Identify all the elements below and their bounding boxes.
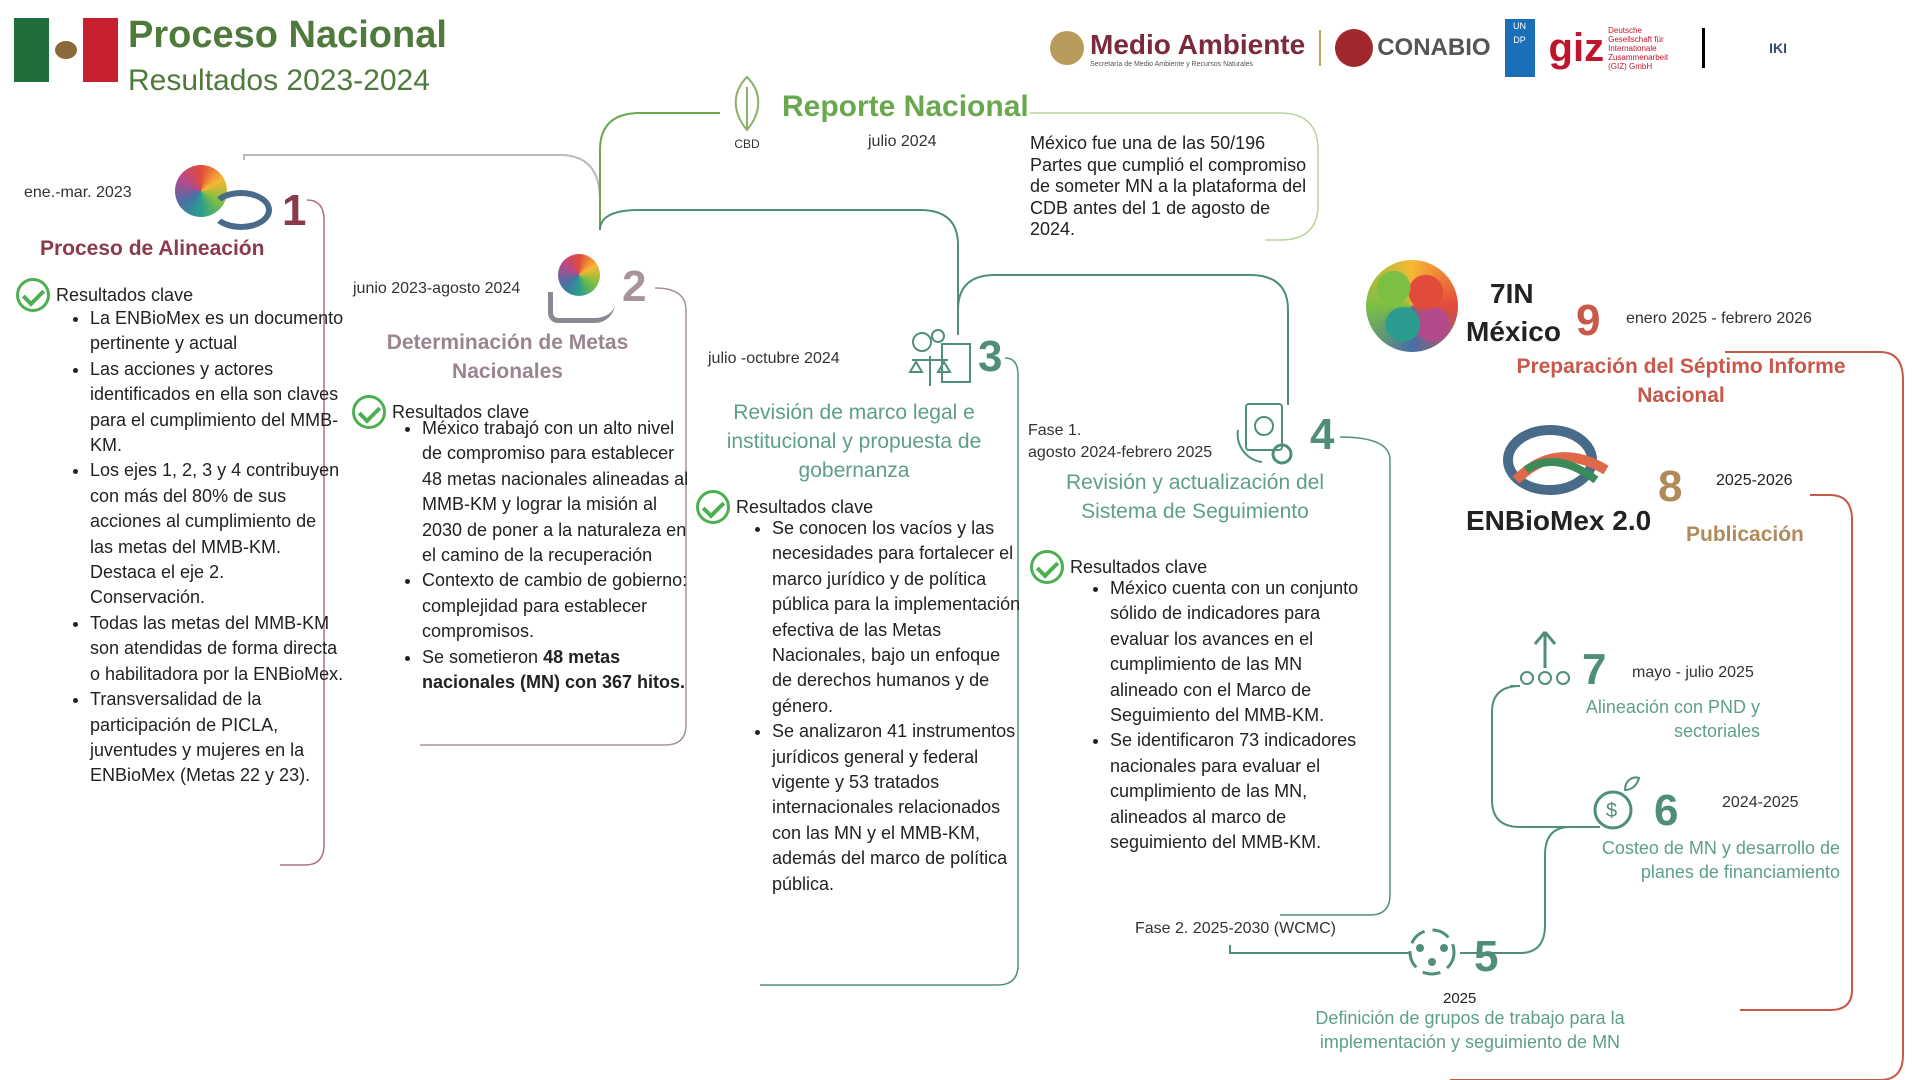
stage4-date-line2: agosto 2024-febrero 2025 [1028,444,1213,461]
stage5-date: 2025 [1443,990,1477,1007]
seventh-report-icon [1366,260,1458,352]
stage7-date: mayo - julio 2025 [1632,664,1754,681]
stage4-results-header: Resultados clave [1030,550,1207,584]
stage7-title: Alineación con PND y sectoriales [1585,697,1760,741]
stage8-number: 8 [1658,462,1683,511]
giz-logo: giz Deutsche Gesellschaft für Internatio… [1548,25,1669,71]
list-item: Se conocen los vacíos y las necesidades … [772,516,1022,719]
stage3-bullets: Se conocen los vacíos y las necesidades … [752,516,1022,897]
stage3-results-header: Resultados clave [696,490,873,524]
stage2-date: junio 2023-agosto 2024 [353,280,521,297]
mexico-flag [14,18,119,82]
reporte-text: México fue una de las 50/196 Partes que … [1030,133,1307,239]
stage3-date: julio -octubre 2024 [708,350,840,367]
monitoring-system-icon [1232,400,1302,470]
stage5-title: Definición de grupos de trabajo para la … [1315,1008,1625,1052]
page-subtitle: Resultados 2023-2024 [128,64,430,97]
stage4-date-line1: Fase 1. [1028,422,1082,439]
hand-globe-icon [558,254,600,296]
reporte-date: julio 2024 [868,133,937,150]
reporte-nacional-title: Reporte Nacional [782,90,1029,123]
stage3-title: Revisión de marco legal e institucional … [726,401,982,482]
stage1-results-header: Resultados clave [16,278,193,312]
iki-logo: IKI [1769,40,1787,56]
list-item: Todas las metas del MMB-KM son atendidas… [90,611,344,687]
enbiomex-label: ENBioMex 2.0 [1466,505,1652,536]
stage9-date: enero 2025 - febrero 2026 [1626,310,1812,327]
seventh-report-label-1: 7IN [1490,278,1534,309]
page-title: Proceso Nacional [128,14,447,56]
stage1-title: Proceso de Alineación [40,237,265,260]
stage1-date: ene.-mar. 2023 [24,184,132,201]
stage1-number: 1 [282,186,307,235]
list-item: México trabajó con un alto nivel de comp… [422,416,692,568]
stage7-number: 7 [1582,645,1607,694]
stage6-date: 2024-2025 [1722,794,1799,811]
stage2-title: Determinación de Metas Nacionales [386,331,629,383]
alignment-people-icon [1515,628,1575,692]
stage9-title: Preparación del Séptimo Informe Nacional [1516,355,1846,407]
stage8-title: Publicación [1686,523,1804,546]
svg-text:$: $ [1606,800,1617,822]
hand-icon [548,292,615,323]
stage6-title: Costeo de MN y desarrollo de planes de f… [1601,838,1840,882]
list-item: Las acciones y actores identificados en … [90,357,344,459]
stage2-bullets: México trabajó con un alto nivel de comp… [402,416,692,695]
legal-scale-icon [906,326,976,392]
enbiomex-logo [1496,420,1616,500]
working-groups-icon [1400,920,1464,984]
list-item: Se sometieron 48 metas nacionales (MN) c… [422,645,692,696]
list-item: Contexto de cambio de gobierno: compleji… [422,568,692,644]
stage4-bullets: México cuenta con un conjunto sólido de … [1090,576,1360,855]
stage9-number: 9 [1576,296,1601,345]
list-item: Se identificaron 73 indicadores nacional… [1110,728,1360,855]
stage4-fase2: Fase 2. 2025-2030 (WCMC) [1135,920,1336,937]
list-item: Los ejes 1, 2, 3 y 4 contribuyen con más… [90,458,344,610]
seventh-report-label-2: México [1466,316,1561,347]
stage4-number: 4 [1310,410,1335,459]
alignment-arrow-icon [210,190,272,230]
financing-icon: $ [1585,772,1645,834]
stage2-results-header: Resultados clave [352,395,529,429]
stage3-number: 3 [978,332,1003,381]
list-item: Transversalidad de la participación de P… [90,687,344,789]
list-item: México cuenta con un conjunto sólido de … [1110,576,1360,728]
check-icon [696,490,730,524]
stage5-number: 5 [1474,932,1499,981]
bmu-logo [1702,28,1755,68]
stage1-bullets: La ENBioMex es un documento pertinente y… [70,306,344,789]
conabio-logo: CONABIO [1335,29,1491,67]
check-icon [352,395,386,429]
stage8-date: 2025-2026 [1716,472,1793,489]
list-item: La ENBioMex es un documento pertinente y… [90,306,344,357]
stage6-number: 6 [1654,786,1679,835]
stage4-title: Revisión y actualización del Sistema de … [1066,471,1324,523]
check-icon [1030,550,1064,584]
stage2-number: 2 [622,262,647,311]
list-item: Se analizaron 41 instrumentos jurídicos … [772,719,1022,897]
cbd-logo: CBD [722,72,772,152]
check-icon [16,278,50,312]
